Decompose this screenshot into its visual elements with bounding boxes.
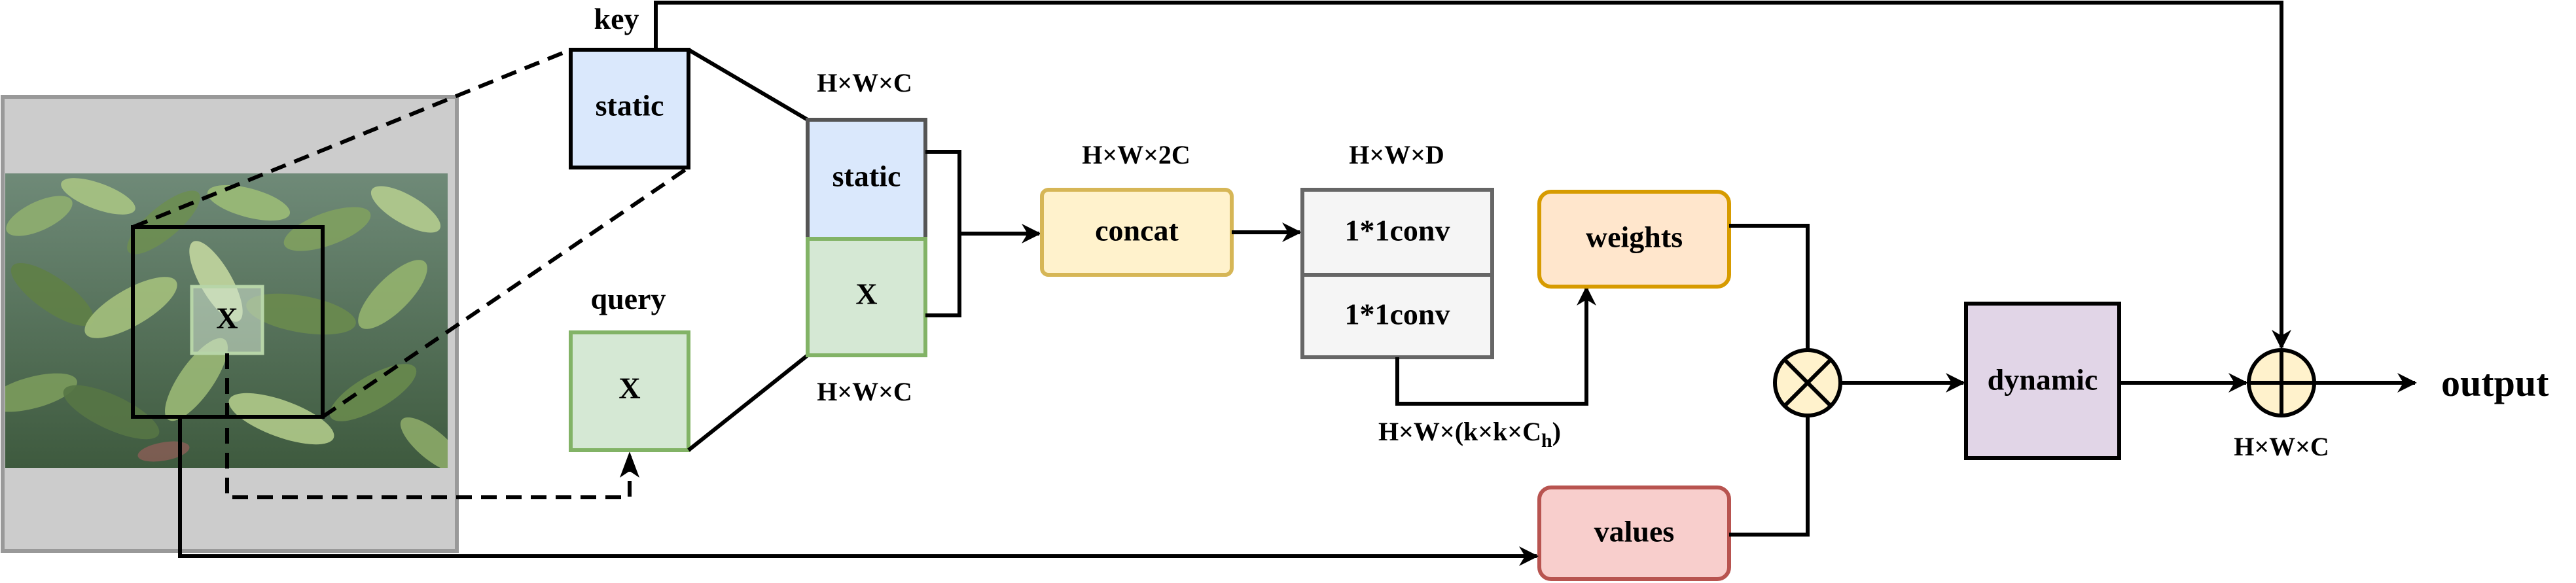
query-label: query [591, 282, 666, 315]
values-to-multiply-line [1729, 415, 1810, 537]
concat-box: concat [1040, 188, 1234, 277]
output-dim: H×W×C [2234, 432, 2329, 461]
concat-dim: H×W×2C [1082, 140, 1190, 169]
dynamic-box: dynamic [1964, 302, 2121, 460]
conv2-label: 1*1conv [1345, 298, 1450, 331]
image-to-values-arrow [178, 417, 1539, 566]
values-box: values [1537, 486, 1731, 581]
weights-label: weights [1586, 221, 1683, 254]
output-label: output [2441, 362, 2549, 404]
multiply-icon [1773, 348, 1842, 417]
stack-static-box: static [806, 118, 927, 241]
stack-x-label: X [855, 277, 877, 311]
stack-x-box: X [806, 237, 927, 357]
weights-input-dim-close: ) [1552, 417, 1561, 446]
weights-input-dim-main: H×W×(k×k×C [1378, 417, 1541, 446]
key-to-stack-line [687, 48, 809, 122]
key-static-label: static [596, 89, 664, 122]
key-label: key [594, 2, 639, 35]
weights-to-multiply-line [1729, 224, 1810, 350]
projection-line-top [132, 48, 572, 229]
stack-bottom-dim: H×W×C [817, 377, 912, 406]
query-to-stack-line [687, 353, 809, 452]
center-pixel-label: X [216, 302, 238, 335]
weights-input-dim-sub: h [1541, 430, 1552, 451]
query-arrowhead [620, 451, 639, 478]
stack-top-dim: H×W×C [817, 68, 912, 97]
values-label: values [1594, 515, 1675, 548]
weights-input-dim: H×W×(k×k×Ch) [1378, 417, 1561, 451]
key-static-box: static [569, 48, 690, 169]
stack-bracket [925, 150, 961, 317]
concat-label: concat [1095, 214, 1179, 247]
dynamic-label: dynamic [1988, 363, 2098, 397]
input-image: X [1, 95, 459, 553]
center-pixel-box [190, 285, 264, 355]
conv2-box: 1*1conv [1300, 273, 1494, 359]
conv-to-weights-arrow [1395, 286, 1596, 406]
add-icon [2247, 348, 2316, 417]
query-x-label: X [618, 372, 640, 405]
weights-box: weights [1537, 190, 1731, 289]
query-x-box: X [569, 330, 690, 452]
conv1-label: 1*1conv [1345, 214, 1450, 247]
conv-dim: H×W×D [1349, 140, 1444, 169]
conv1-box: 1*1conv [1300, 188, 1494, 277]
stack-static-label: static [832, 160, 901, 193]
projection-lines [132, 48, 690, 499]
key-skip-arrow [654, 1, 2291, 349]
